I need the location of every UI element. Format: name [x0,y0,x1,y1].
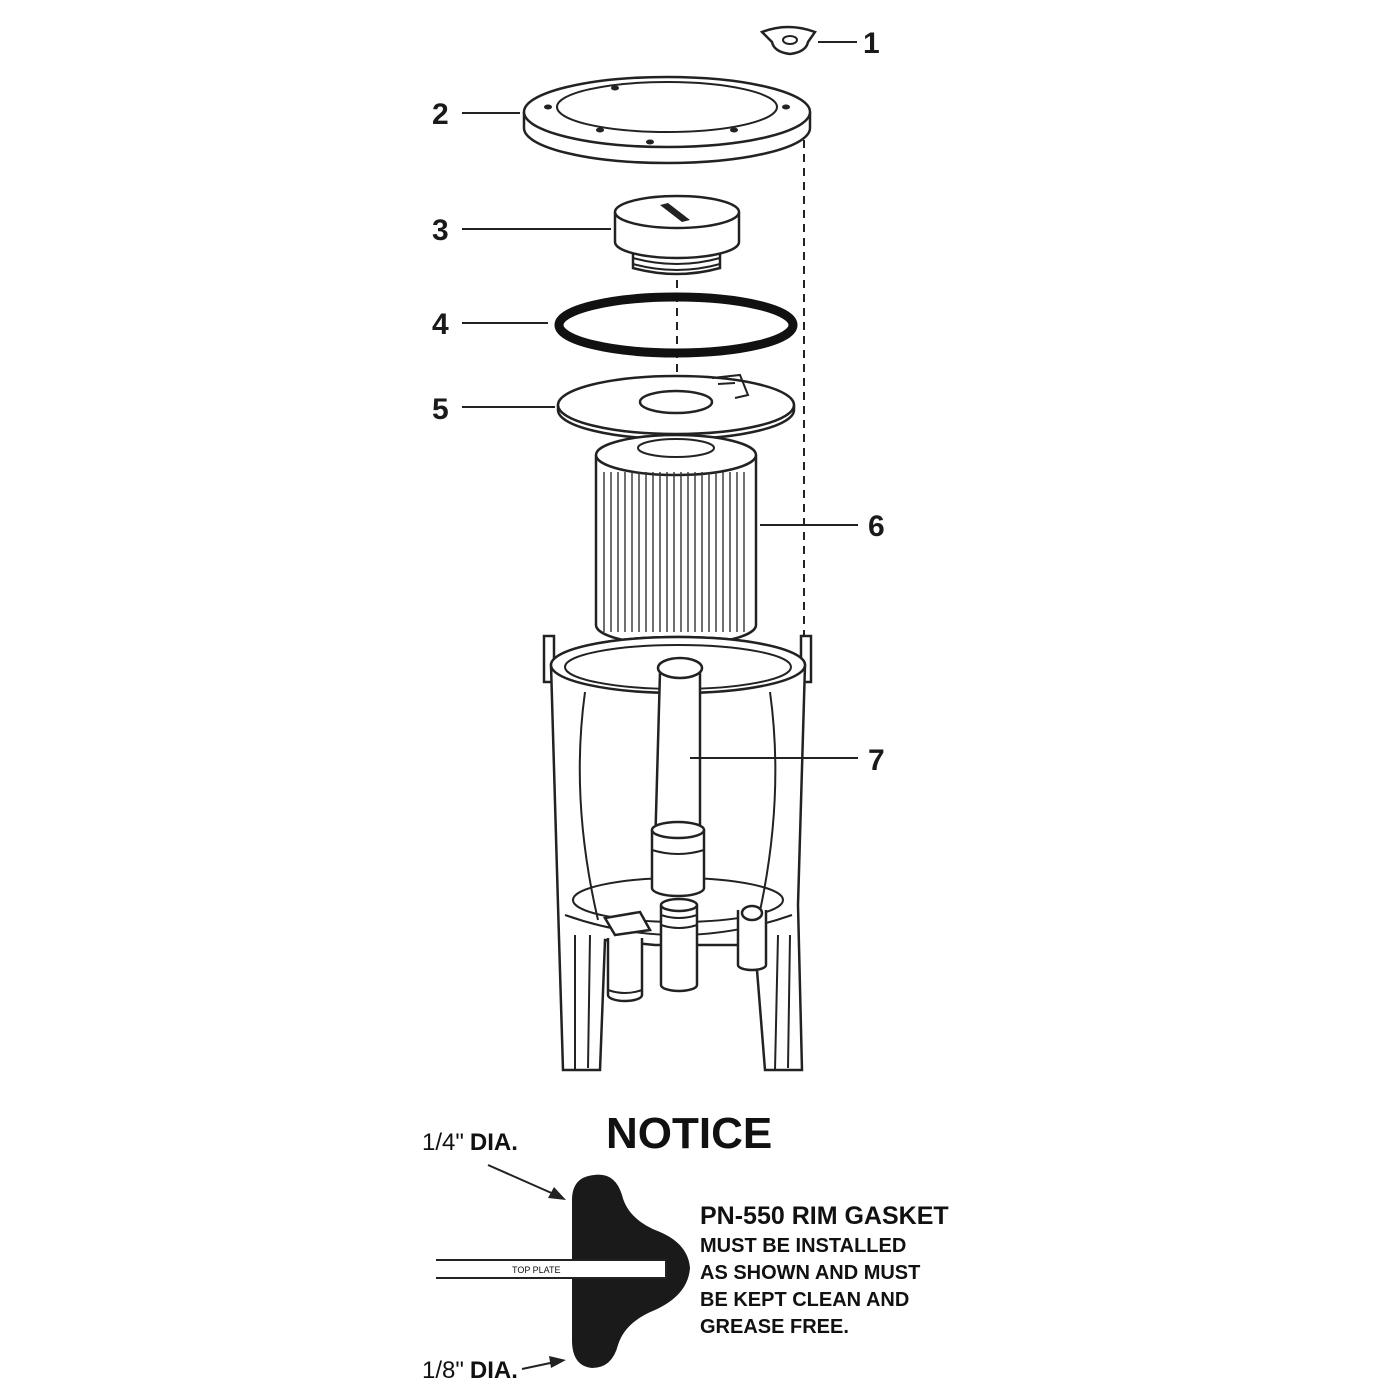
filter-cartridge-part [594,433,758,647]
top-plate-label: TOP PLATE [512,1265,561,1275]
notice-title: NOTICE [606,1109,772,1158]
gasket-heading: PN-550 RIM GASKET [700,1202,949,1230]
callout-numbers: 1 2 3 4 5 6 7 [432,27,885,777]
top-plate-part [556,373,796,441]
tank-body-part [542,634,813,1072]
notice-line-4: GREASE FREE. [700,1316,849,1338]
callout-leaders [462,41,858,759]
bottom-diameter-label: 1/8"DIA. [422,1357,518,1384]
callout-6: 6 [868,510,885,543]
callout-1: 1 [863,27,880,60]
notice-line-1: MUST BE INSTALLED [700,1235,906,1257]
top-diameter-label: 1/4"DIA. [422,1129,518,1156]
callout-7: 7 [868,744,885,777]
arrow-head-bottom [549,1356,566,1368]
o-ring-part [554,292,798,358]
top-plate-insert [572,1261,666,1277]
arrow-head-top [548,1187,566,1200]
callout-3: 3 [432,214,449,247]
wing-nut-part [759,25,817,56]
callout-4: 4 [432,308,449,341]
notice-line-3: BE KEPT CLEAN AND [700,1289,909,1311]
filter-pleats [603,472,745,632]
lid-part [522,75,812,165]
notice-section: NOTICE 1/4"DIA. 1/8"DIA. TOP PLATE PN-55… [422,1109,949,1384]
notice-line-2: AS SHOWN AND MUST [700,1262,920,1284]
callout-5: 5 [432,393,449,426]
threaded-fitting-part [613,194,741,276]
callout-2: 2 [432,98,449,131]
dimension-arrows [487,1164,566,1370]
